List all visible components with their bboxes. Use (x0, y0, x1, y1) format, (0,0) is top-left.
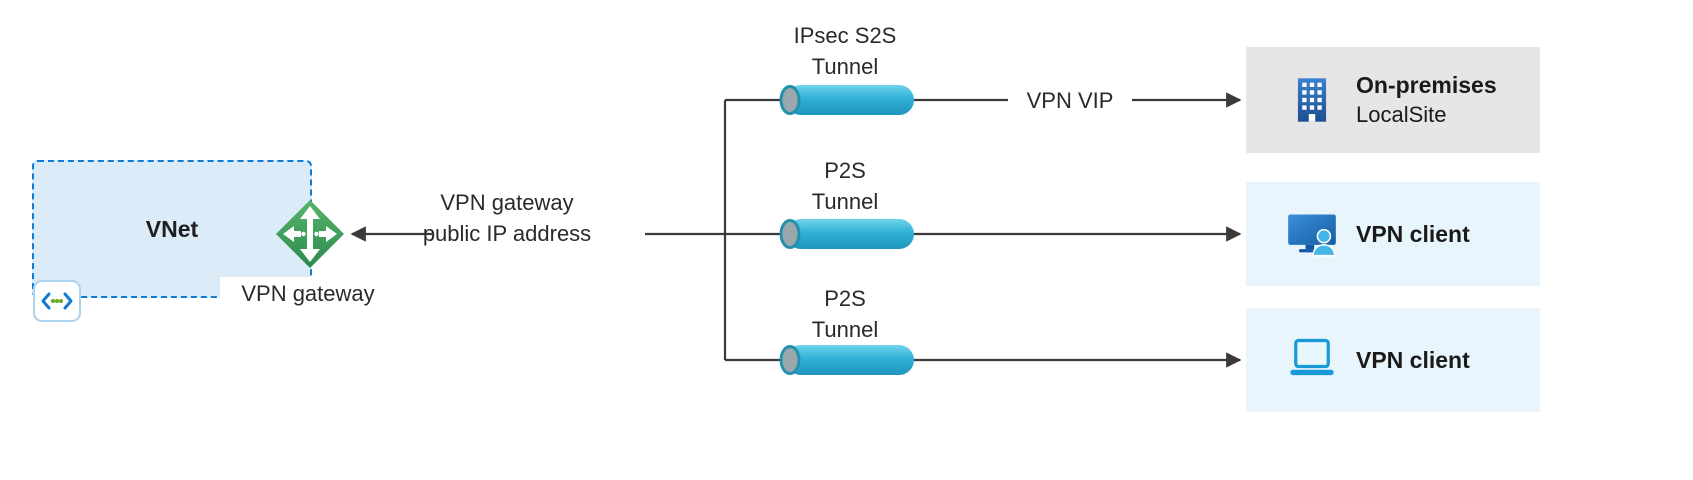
vnet-box: VNet (32, 160, 312, 298)
endpoint-title: On-premises (1356, 72, 1497, 98)
building-icon (1297, 78, 1327, 122)
vpn-gateway-label: VPN gateway (220, 277, 396, 311)
endpoint-vpn-client-desktop: VPN client (1246, 182, 1540, 286)
p2s-tunnel-label-1: P2S Tunnel (811, 158, 879, 214)
s2s-tunnel-label: IPsec S2S Tunnel (793, 23, 897, 79)
virtual-network-icon (33, 280, 81, 322)
endpoint-vpn-client-laptop: VPN client (1246, 308, 1540, 412)
angle-brackets-dots-icon (41, 292, 73, 310)
endpoint-on-premises: On-premises LocalSite (1246, 47, 1540, 153)
desktop-user-icon (1288, 214, 1336, 257)
endpoint-text: On-premises LocalSite (1356, 70, 1497, 130)
endpoint-text: VPN client (1356, 219, 1470, 249)
vpn-gateway-icon (276, 200, 344, 268)
s2s-tunnel-cylinder (779, 85, 914, 115)
vpn-vip-label: VPN VIP (1008, 85, 1132, 115)
gateway-public-ip-label: VPN gateway public IP address (422, 190, 592, 246)
p2s-tunnel-cylinder-1 (779, 219, 914, 249)
laptop-icon (1290, 338, 1334, 376)
p2s-tunnel-cylinder-2 (779, 345, 914, 375)
branch-lines (645, 98, 788, 362)
endpoint-subtitle: LocalSite (1356, 102, 1447, 127)
endpoint-title: VPN client (1356, 347, 1470, 373)
endpoint-title: VPN client (1356, 221, 1470, 247)
p2s-tunnel-label-2: P2S Tunnel (811, 286, 879, 342)
endpoint-text: VPN client (1356, 345, 1470, 375)
vnet-label: VNet (145, 215, 199, 242)
